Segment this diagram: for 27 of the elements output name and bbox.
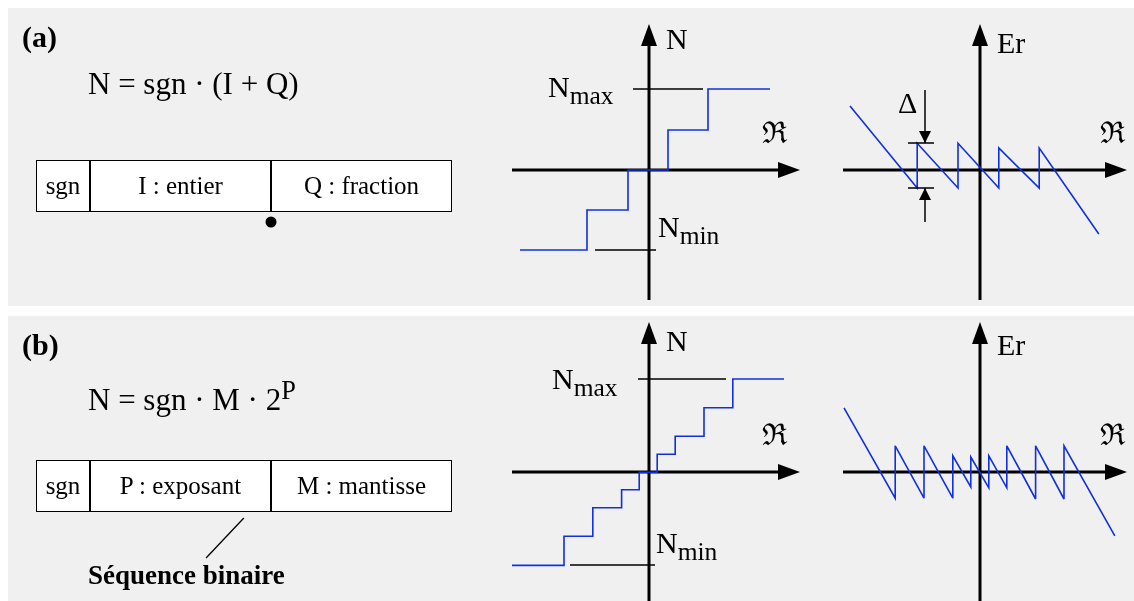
axis-label: Er bbox=[997, 28, 1026, 58]
register-field: sgn bbox=[36, 460, 90, 512]
axis-label: N$_{min}$ bbox=[658, 212, 720, 249]
register-field: M : mantisse bbox=[271, 460, 452, 512]
axis-label: N$_{min}$ bbox=[656, 528, 718, 565]
axis-label: ℜ bbox=[762, 118, 787, 148]
register-field: P : exposant bbox=[90, 460, 271, 512]
axis-label: N$_{max}$ bbox=[548, 72, 614, 109]
panel-label: (b) bbox=[22, 330, 59, 360]
axis-label: ℜ bbox=[762, 420, 787, 450]
leader-line bbox=[205, 517, 245, 559]
axis-label: N$_{max}$ bbox=[552, 364, 618, 401]
register-field: Q : fraction bbox=[271, 160, 452, 212]
panel-background bbox=[8, 316, 1134, 601]
caption-text: Séquence binaire bbox=[88, 562, 285, 589]
axis-label: N bbox=[666, 24, 688, 54]
panel-background bbox=[8, 8, 1134, 306]
delta-label: Δ bbox=[898, 88, 918, 118]
register-field: sgn bbox=[36, 160, 90, 212]
axis-label: ℜ bbox=[1100, 118, 1125, 148]
panel-label: (a) bbox=[22, 22, 57, 52]
axis-label: Er bbox=[997, 330, 1026, 360]
formula: N = sgn · (I + Q) bbox=[88, 68, 299, 99]
axis-label: ℜ bbox=[1100, 420, 1125, 450]
axis-label: N bbox=[666, 326, 688, 356]
register-field: I : entier bbox=[90, 160, 271, 212]
formula: N = sgn · M · 2$^{P}$ bbox=[88, 378, 296, 416]
